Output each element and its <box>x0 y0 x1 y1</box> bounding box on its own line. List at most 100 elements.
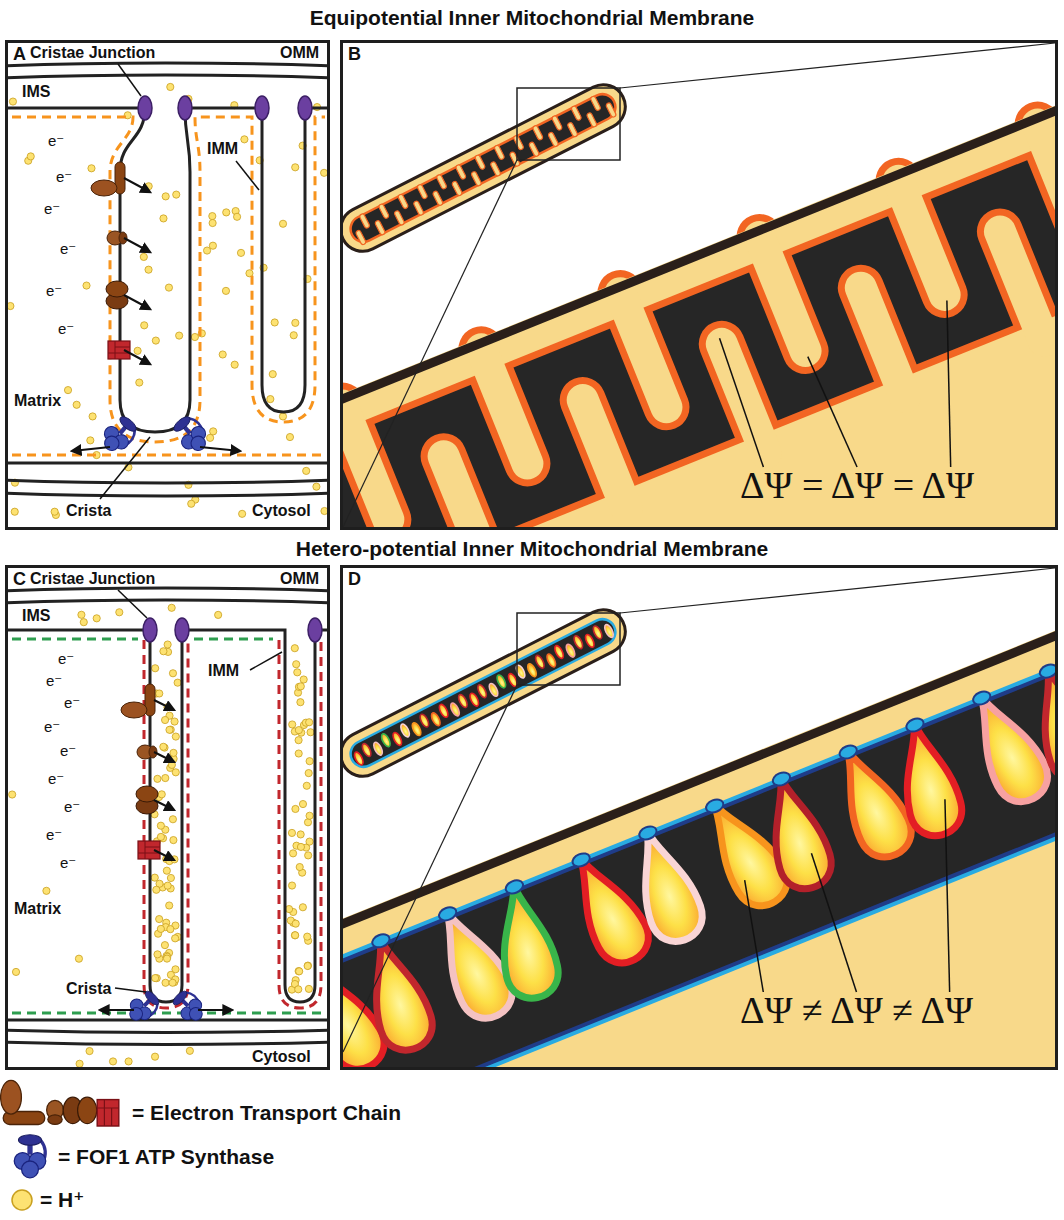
atp-synthase-part <box>118 414 139 434</box>
electron-label: e⁻ <box>60 855 76 872</box>
whole-organelle-inset-part <box>457 693 469 708</box>
proton-dot <box>239 510 246 517</box>
proton-dot <box>210 428 217 435</box>
part-label: Cristae Junction <box>30 570 155 588</box>
proton-dot <box>291 932 298 939</box>
leader-line <box>236 161 259 190</box>
proton-dot <box>304 962 311 969</box>
proton-dot <box>209 219 216 226</box>
whole-organelle-inset-part <box>451 181 462 197</box>
proton-dot <box>191 333 198 340</box>
label-holder: IMS <box>22 607 50 625</box>
proton-dot <box>300 676 307 683</box>
whole-organelle-inset-part <box>359 213 370 229</box>
proton-dot <box>168 761 175 768</box>
electron-label: e⁻ <box>60 743 76 760</box>
equipotential-zoom-view <box>342 42 1056 528</box>
fold-compartment <box>958 684 1056 810</box>
whole-organelle-inset <box>342 602 633 784</box>
etc-complex <box>91 162 125 196</box>
leader-line <box>947 300 951 467</box>
proton-dot <box>151 874 158 881</box>
proton-dot <box>304 819 311 826</box>
zoom-line <box>620 43 1055 88</box>
part-label: IMS <box>22 607 50 625</box>
part-label: Matrix <box>14 392 61 410</box>
outer-membrane-line <box>7 75 328 78</box>
whole-organelle-inset-part <box>584 633 596 648</box>
label-holder: e⁻ <box>46 282 62 300</box>
outer-membrane-line <box>7 600 328 603</box>
leader-line <box>118 590 147 618</box>
proton-dot <box>171 718 178 725</box>
junction-neck <box>771 770 792 788</box>
whole-organelle-inset-part <box>564 643 576 658</box>
proton-dot <box>116 609 123 616</box>
atp-synthase-part <box>171 989 189 1007</box>
proton-dot <box>269 371 276 378</box>
whole-organelle-inset-part <box>346 90 620 247</box>
proton-dot <box>162 774 169 781</box>
leader-line <box>115 988 146 992</box>
etc-complex <box>108 341 130 359</box>
proton-dot <box>303 782 310 789</box>
proton-dot <box>163 955 170 962</box>
label-holder: e⁻ <box>56 168 72 186</box>
proton-dot <box>154 775 161 782</box>
whole-organelle-inset-part <box>526 663 538 678</box>
whole-organelle-inset-part <box>534 654 546 669</box>
whole-organelle-inset-part <box>438 703 450 718</box>
whole-organelle-inset-part <box>378 203 389 219</box>
whole-organelle-inset-part <box>532 125 543 141</box>
proton-dot <box>304 933 311 940</box>
inner-membrane-line <box>7 462 328 465</box>
whole-organelle-inset-part <box>394 210 405 226</box>
whole-organelle-inset-part <box>567 122 578 138</box>
proton-dot <box>176 332 183 339</box>
proton-dot <box>11 508 18 515</box>
fold-shape <box>878 160 966 316</box>
outer-membrane-line <box>7 588 328 591</box>
proton-dot <box>161 716 168 723</box>
whole-organelle-inset-part <box>592 625 604 640</box>
junction-protein <box>255 96 269 120</box>
whole-organelle-inset-part <box>391 731 403 746</box>
proton-dot <box>285 905 292 912</box>
etc-complex-part <box>78 1097 97 1123</box>
fold-shape <box>342 492 370 528</box>
etc-complex-part <box>97 1100 119 1126</box>
proton-dot <box>75 955 82 962</box>
whole-organelle-inset-part <box>372 741 384 756</box>
flow-arrow <box>154 752 174 762</box>
proton-dot <box>246 270 253 277</box>
proton-dot <box>164 641 171 648</box>
proton-dot <box>157 833 164 840</box>
proton-dot <box>134 347 141 354</box>
electron-label: e⁻ <box>44 719 60 736</box>
junction-protein <box>143 618 157 642</box>
proton-dot <box>223 209 230 216</box>
fold-compartment <box>756 770 838 895</box>
potential-equation: ΔΨ = ΔΨ = ΔΨ <box>740 465 974 507</box>
part-label: IMM <box>208 662 239 680</box>
proton-dot <box>161 942 168 949</box>
proton-dot <box>145 183 152 190</box>
proton-layer <box>7 83 328 1067</box>
junction-protein <box>308 618 322 642</box>
proton-dot <box>160 648 167 655</box>
label-holder: e⁻ <box>58 650 74 668</box>
whole-organelle-inset-part <box>572 634 584 649</box>
whole-organelle-inset <box>342 77 633 259</box>
atp-synthase-part <box>172 414 193 434</box>
flow-arrow <box>124 178 150 192</box>
label-holder: Cytosol <box>252 502 311 520</box>
proton-dot <box>152 337 159 344</box>
junction-neck <box>904 716 925 734</box>
proton-dot <box>288 882 295 889</box>
flow-arrow <box>154 850 174 860</box>
proton-dot <box>305 985 312 992</box>
proton-dot <box>292 920 299 927</box>
whole-organelle-inset-part <box>397 194 408 210</box>
flow-arrow <box>124 350 150 364</box>
